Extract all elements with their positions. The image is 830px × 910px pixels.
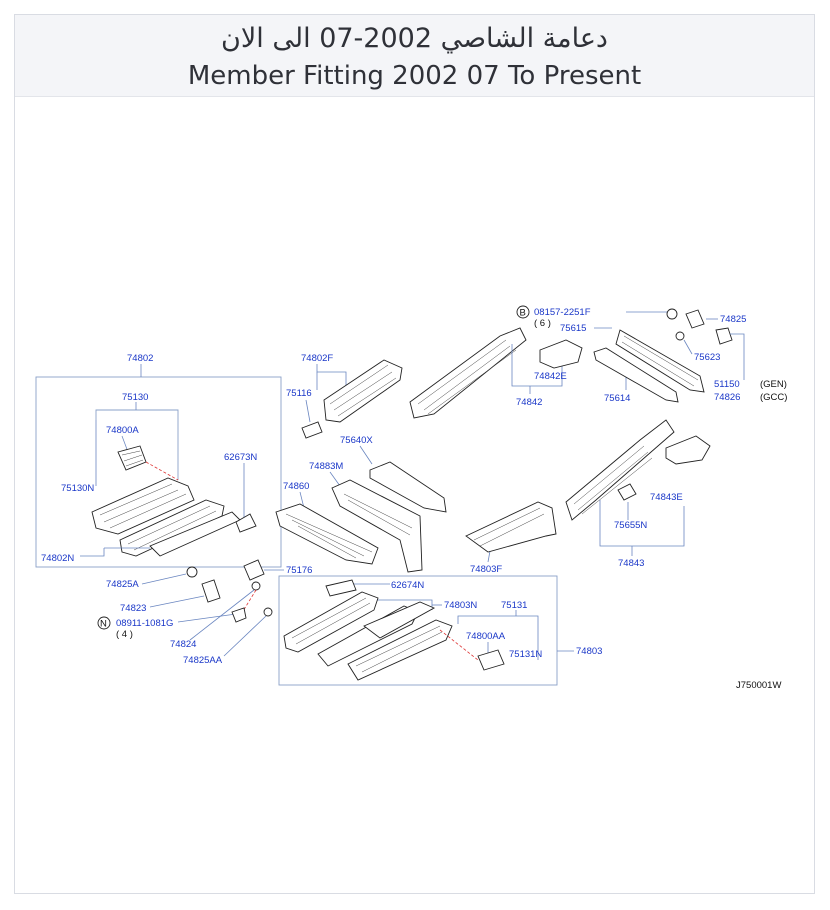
part-shape-74843E [665, 435, 711, 465]
part-label-75623[interactable]: 75623 [694, 352, 720, 363]
part-label-74825A[interactable]: 74825A [106, 579, 139, 590]
part-shape-75116 [301, 421, 323, 439]
part-label-74802[interactable]: 74802 [127, 353, 153, 364]
part-shape-62673N [235, 513, 257, 533]
nut-qty: ( 4 ) [116, 629, 133, 640]
part-label-74803[interactable]: 74803 [576, 646, 602, 657]
variant-gen: (GEN) [760, 379, 787, 390]
nut-letter: N [100, 619, 107, 630]
part-label-74803N[interactable]: 74803N [444, 600, 477, 611]
part-shape-74825AA [263, 607, 273, 617]
part-shape-74802-rail [91, 477, 195, 535]
part-label-08911-1081G[interactable]: 08911-1081G [116, 618, 173, 629]
part-shape-74800AA [477, 649, 505, 671]
part-label-75640X[interactable]: 75640X [340, 435, 373, 446]
part-shape-74803-rail [283, 591, 379, 653]
part-label-74824[interactable]: 74824 [170, 639, 196, 650]
title-arabic: دعامة الشاصي 2002-07 الى الان [221, 23, 608, 54]
nut-symbol [97, 616, 111, 630]
part-shape-74843 [565, 419, 675, 521]
bolt-symbol [516, 305, 530, 319]
part-label-74823[interactable]: 74823 [120, 603, 146, 614]
part-shape-75640X [369, 461, 447, 513]
part-shape-74842E [539, 339, 583, 369]
part-shape-74860 [275, 503, 379, 565]
part-shape-74803-reinf [363, 601, 436, 639]
part-label-75614[interactable]: 75614 [604, 393, 630, 404]
title-header: دعامة الشاصي 2002-07 الى الان Member Fit… [15, 15, 814, 97]
part-shape-74825A [186, 566, 198, 578]
part-label-62673N[interactable]: 62673N [224, 452, 257, 463]
group-box-74802 [35, 376, 282, 568]
part-label-74802F[interactable]: 74802F [301, 353, 333, 364]
bolt-letter: B [520, 308, 526, 319]
part-label-74842[interactable]: 74842 [516, 397, 542, 408]
bolt-qty: ( 6 ) [534, 318, 551, 329]
title-english: Member Fitting 2002 07 To Present [187, 61, 642, 91]
part-label-74826[interactable]: 74826 [714, 392, 740, 403]
part-label-74842E[interactable]: 74842E [534, 371, 567, 382]
part-shape-74824-bracket [231, 607, 247, 623]
part-shape-bolt-b [666, 308, 678, 320]
part-label-62674N[interactable]: 62674N [391, 580, 424, 591]
variant-gcc: (GCC) [760, 392, 787, 403]
part-label-74800A[interactable]: 74800A [106, 425, 139, 436]
part-label-75130[interactable]: 75130 [122, 392, 148, 403]
part-label-74803F[interactable]: 74803F [470, 564, 502, 575]
part-label-74800AA[interactable]: 74800AA [466, 631, 506, 642]
part-shape-75623 [675, 331, 685, 341]
part-label-75655N[interactable]: 75655N [614, 520, 647, 531]
part-label-75130N[interactable]: 75130N [61, 483, 94, 494]
group-box-74803 [278, 575, 558, 686]
part-shape-74823 [201, 579, 221, 603]
part-label-74843[interactable]: 74843 [618, 558, 644, 569]
part-label-74825[interactable]: 74825 [720, 314, 746, 325]
part-shape-74824 [243, 559, 265, 581]
part-shape-51150 [715, 327, 733, 345]
part-label-08157-2251F[interactable]: 08157-2251F [534, 307, 591, 318]
part-label-75131N[interactable]: 75131N [509, 649, 542, 660]
part-label-74860[interactable]: 74860 [283, 481, 309, 492]
part-label-75116[interactable]: 75116 [286, 388, 312, 399]
part-label-74825AA[interactable]: 74825AA [183, 655, 223, 666]
part-shape-75614 [593, 347, 679, 403]
diagram-code: J750001W [736, 680, 781, 691]
part-label-51150[interactable]: 51150 [714, 379, 740, 390]
part-label-75615[interactable]: 75615 [560, 323, 586, 334]
part-shape-74803F [465, 501, 557, 553]
part-shape-74883M [331, 479, 423, 573]
part-label-74802N[interactable]: 74802N [41, 553, 74, 564]
part-shape-75615 [615, 329, 705, 393]
part-shape-74842 [409, 327, 527, 419]
part-shape-62674N [325, 579, 357, 597]
part-label-75131[interactable]: 75131 [501, 600, 527, 611]
part-shape-74824-nut [251, 581, 261, 591]
group-box-75130 [95, 409, 179, 480]
part-shape-75655N [617, 483, 637, 501]
part-shape-74825 [685, 309, 705, 329]
part-label-74843E[interactable]: 74843E [650, 492, 683, 503]
part-label-74883M[interactable]: 74883M [309, 461, 343, 472]
part-shape-74800A [117, 445, 147, 471]
part-label-75176[interactable]: 75176 [286, 565, 312, 576]
part-shape-75131-rail [347, 619, 453, 681]
